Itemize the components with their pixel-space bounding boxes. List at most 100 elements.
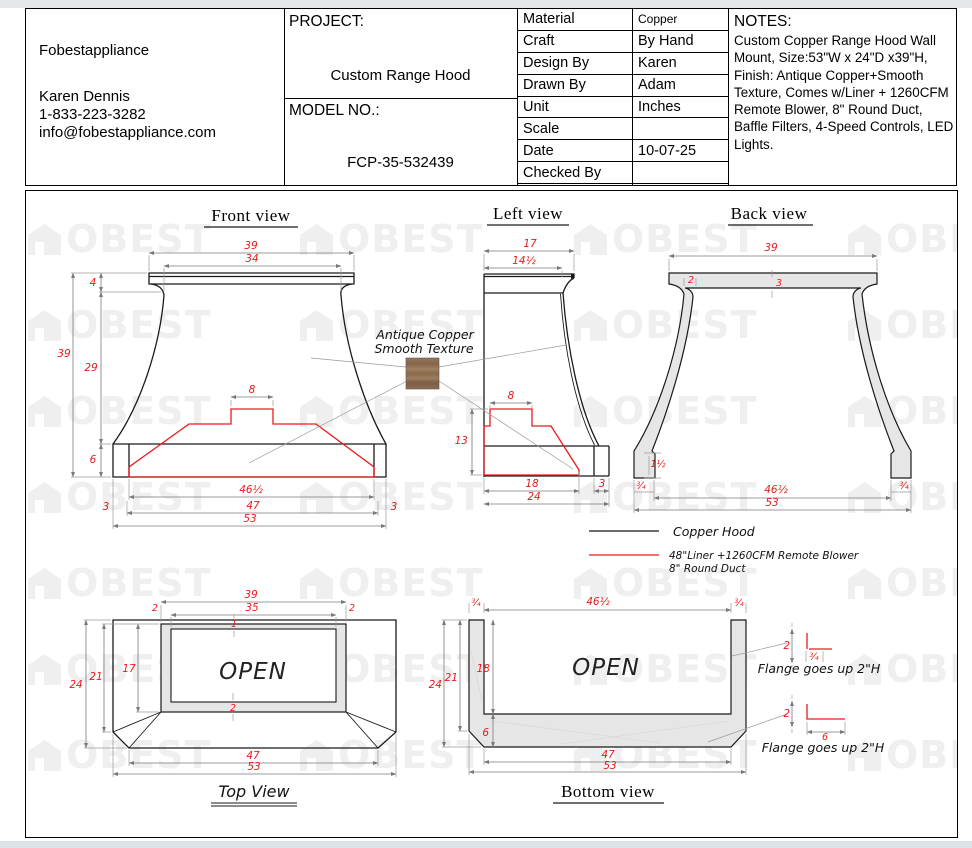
- legend-copper-label: Copper Hood: [673, 524, 755, 539]
- spec-value: Inches: [638, 99, 681, 116]
- spec-value: Copper: [638, 12, 678, 27]
- callout-leader-lines: [248, 344, 574, 470]
- spec-label: Craft: [523, 33, 555, 50]
- svg-text:2: 2: [152, 603, 158, 614]
- watermark-text: OBEST: [886, 647, 957, 691]
- watermark-text: OBEST: [66, 561, 212, 605]
- bottom-edge-strip: [0, 841, 972, 848]
- svg-text:46½: 46½: [586, 596, 610, 608]
- spec-value: By Hand: [638, 33, 694, 50]
- company-name: Fobestappliance: [39, 42, 150, 59]
- svg-text:47: 47: [246, 750, 260, 762]
- spec-label: Scale: [523, 120, 560, 137]
- body-curve-inner: [560, 293, 595, 446]
- hood-body-outline: [112, 294, 387, 445]
- svg-text:2: 2: [688, 275, 694, 286]
- svg-text:21: 21: [89, 671, 102, 683]
- watermark-text: OBEST: [66, 303, 212, 347]
- notes-label: NOTES:: [734, 13, 792, 30]
- watermark: OBEST: [848, 389, 957, 433]
- divider: [284, 98, 517, 99]
- watermark: OBEST: [300, 736, 484, 774]
- drawing-area: OBEST OBEST OBEST OBEST OBEST OBEST OBEST OBEST…: [25, 190, 958, 838]
- front-view-title: Front view: [211, 206, 290, 225]
- hood-crown-outline: [148, 272, 355, 285]
- top-dimension-labels: 39 35 2 2 1 2 24 21 17 47 53: [69, 589, 355, 773]
- divider: [728, 9, 729, 185]
- watermark-text: OBEST: [338, 303, 484, 347]
- svg-text:39: 39: [57, 348, 71, 360]
- back-dimension-labels: 39 2 3 1½ ¾ ¾ 46½ 53: [636, 242, 909, 509]
- flange-height-dim: 2: [783, 640, 790, 652]
- svg-text:¾: ¾: [899, 481, 909, 492]
- svg-text:14½: 14½: [512, 255, 536, 267]
- watermark-text: OBEST: [66, 733, 212, 777]
- spec-row: Craft By Hand: [517, 31, 728, 53]
- svg-text:3: 3: [103, 501, 110, 513]
- flange-width-dim: 6: [822, 732, 828, 743]
- svg-text:6: 6: [482, 727, 489, 739]
- model-label: MODEL NO.:: [289, 102, 380, 119]
- spec-label: Design By: [523, 55, 590, 72]
- watermark-text: OBEST: [886, 389, 957, 433]
- svg-text:29: 29: [84, 362, 98, 374]
- svg-text:39: 39: [244, 240, 258, 252]
- svg-text:1: 1: [231, 619, 237, 630]
- divider: [284, 9, 285, 185]
- svg-text:53: 53: [765, 497, 778, 509]
- spec-label: Unit: [523, 99, 549, 116]
- spec-value: 10-07-25: [638, 142, 697, 159]
- svg-text:2: 2: [349, 603, 355, 614]
- flange-note-bottom: 2 6 Flange goes up 2"H: [762, 695, 885, 755]
- callout-line1: Antique Copper: [375, 327, 474, 342]
- model-value: FCP-35-532439: [347, 154, 454, 171]
- svg-text:53: 53: [247, 761, 260, 773]
- spec-value: Adam: [638, 77, 676, 94]
- watermark-text: OBEST: [886, 303, 957, 347]
- company-contact: Karen Dennis: [39, 88, 130, 105]
- svg-text:35: 35: [245, 602, 259, 614]
- svg-text:39: 39: [764, 242, 778, 254]
- watermark: OBEST: [574, 389, 758, 433]
- top-open-area: [170, 628, 337, 703]
- watermark-text: OBEST: [886, 733, 957, 777]
- bottom-view: OPEN ¾ 46½ ¾ 18 24 21 6 47: [429, 596, 788, 804]
- watermark-text: OBEST: [338, 389, 484, 433]
- svg-text:3: 3: [391, 501, 398, 513]
- front-dimension-lines: [71, 251, 387, 529]
- watermark: OBEST: [300, 389, 484, 433]
- left-view: Left view 17 14½ 8: [455, 204, 610, 507]
- svg-text:¾: ¾: [734, 598, 744, 609]
- technical-drawing: Front view 39 34: [57, 204, 912, 807]
- svg-text:47: 47: [246, 500, 260, 512]
- watermark: OBEST: [28, 303, 212, 347]
- watermark: OBEST: [574, 220, 758, 258]
- spec-row: Checked By: [517, 162, 728, 185]
- back-view: Back view 39 2 3 1½ ¾ ¾ 46½ 53: [633, 204, 912, 513]
- watermark: OBEST: [848, 647, 957, 691]
- spec-label: Drawn By: [523, 77, 586, 94]
- flange-leader-lines: [707, 642, 788, 743]
- watermark: OBEST: [28, 220, 212, 258]
- crown-cove: [150, 283, 353, 296]
- svg-text:8: 8: [249, 384, 256, 396]
- left-dimension-labels: 17 14½ 8 13 18 24 3: [455, 238, 606, 503]
- watermark-text: OBEST: [612, 389, 758, 433]
- svg-text:6: 6: [90, 454, 97, 466]
- legend-liner-label2: 8" Round Duct: [669, 563, 746, 575]
- top-view: OPEN 39 35 2 2 1 2 24 21 17: [69, 589, 397, 807]
- project-value: Custom Range Hood: [330, 67, 471, 84]
- watermark-text: OBEST: [886, 217, 957, 261]
- title-underline: [211, 802, 297, 807]
- svg-text:34: 34: [245, 253, 258, 265]
- flange-profile-glyph: [806, 704, 845, 720]
- watermark-layer: OBEST OBEST OBEST OBEST OBEST OBEST OBEST OBEST…: [26, 191, 957, 837]
- watermark-text: OBEST: [338, 561, 484, 605]
- surface-texture-lines: [470, 650, 730, 745]
- hood-shell-section: [633, 272, 912, 479]
- svg-text:1½: 1½: [650, 459, 666, 470]
- svg-text:2: 2: [230, 703, 236, 714]
